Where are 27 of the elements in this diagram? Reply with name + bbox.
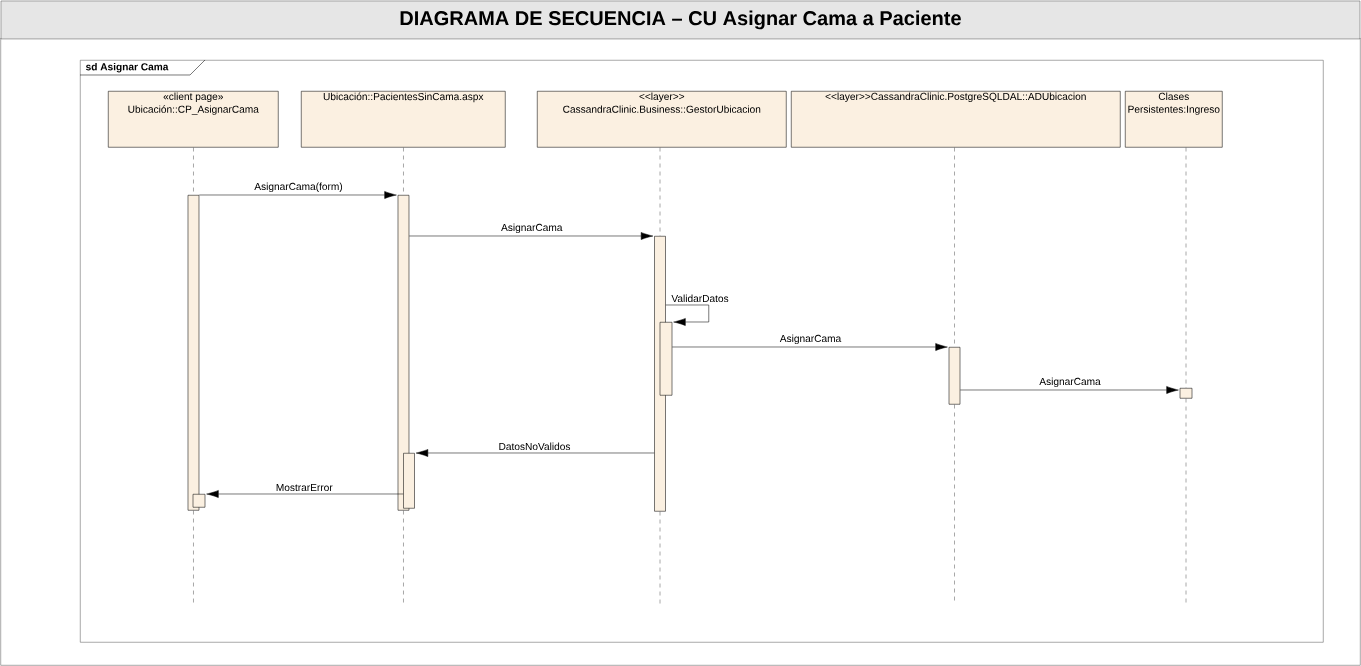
message-arrow xyxy=(672,343,948,351)
activation-bar xyxy=(1179,388,1193,399)
activation-bar xyxy=(948,347,961,405)
title-band: DIAGRAMA DE SECUENCIA – CU Asignar Cama a Paciente xyxy=(0,0,1361,40)
lifeline xyxy=(1185,147,1187,389)
message-arrow xyxy=(960,386,1179,394)
lifeline-box: <<layer>> CassandraClinic.Business::GestorUbicacion xyxy=(537,91,787,148)
message-arrow xyxy=(665,304,710,326)
message-label: AsignarCama xyxy=(1038,376,1103,389)
lifeline-box: Ubicación::PacientesSinCama.aspx xyxy=(301,91,506,148)
message-label: MostrarError xyxy=(274,482,334,493)
message-label: AsignarCama(form) xyxy=(252,181,345,194)
message-arrow xyxy=(206,490,404,498)
message-arrow xyxy=(409,232,654,240)
activation-bar xyxy=(659,322,673,396)
message-label: AsignarCama xyxy=(778,333,843,346)
lifeline-box: <<layer>>CassandraClinic.PostgreSQLDAL::ADUbicacion xyxy=(791,91,1121,148)
activation-bar xyxy=(192,494,206,508)
message-label: AsignarCama xyxy=(499,222,564,235)
message-arrow xyxy=(415,449,655,457)
message-label: DatosNoValidos xyxy=(497,441,572,452)
message-arrow xyxy=(199,191,397,199)
lifeline-box: Clases Persistentes:Ingreso xyxy=(1125,91,1223,148)
lifeline-box: «client page» Ubicación::CP_AsignarCama xyxy=(108,91,279,148)
lifeline xyxy=(659,147,661,237)
activation-bar xyxy=(403,453,415,509)
message-label: ValidarDatos xyxy=(670,293,730,304)
